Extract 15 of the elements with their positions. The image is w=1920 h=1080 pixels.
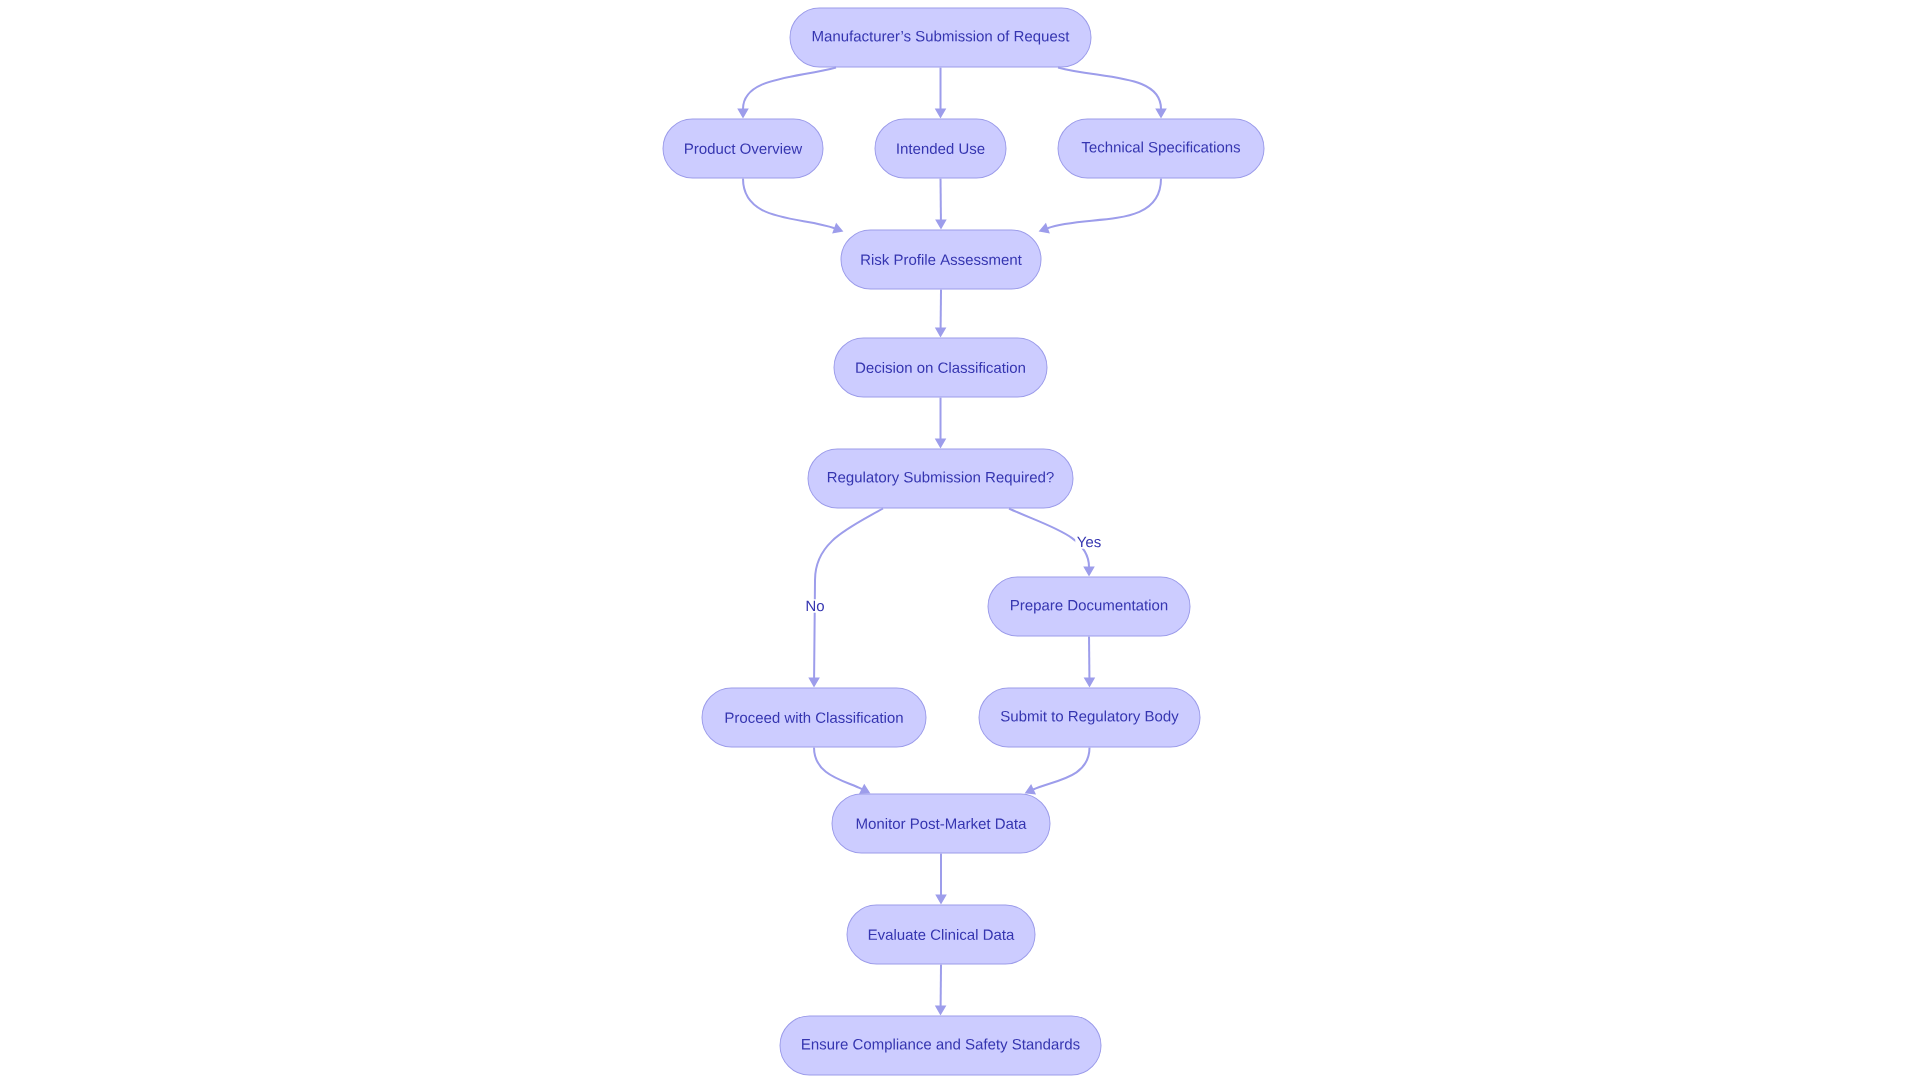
process-box: Intended Use [874, 118, 1007, 179]
process-box: Technical Specifications [1057, 118, 1265, 179]
process-box: Monitor Post-Market Data [831, 793, 1051, 854]
process-box: Submit to Regulatory Body [978, 687, 1201, 748]
process-box: Ensure Compliance and Safety Standards [779, 1015, 1102, 1076]
process-box: Regulatory Submission Required? [807, 448, 1074, 509]
process-box: Product Overview [662, 118, 824, 179]
process-box: Manufacturer’s Submission of Request [789, 7, 1092, 68]
process-box: Prepare Documentation [987, 576, 1191, 637]
process-box: Risk Profile Assessment [840, 229, 1042, 290]
process-box: Proceed with Classification [701, 687, 927, 748]
process-box: Evaluate Clinical Data [846, 904, 1036, 965]
edge-label: Yes [1075, 535, 1103, 549]
edge-label: No [803, 599, 827, 613]
process-box: Decision on Classification [833, 337, 1048, 398]
